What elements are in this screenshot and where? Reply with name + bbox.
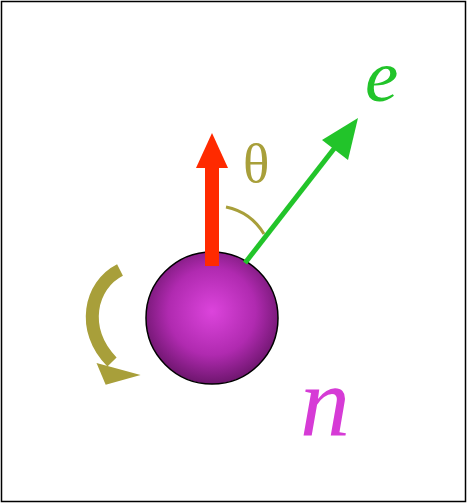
neutron-sphere xyxy=(146,252,278,384)
rotation-arrow-head xyxy=(97,357,142,386)
neutron-label: n xyxy=(300,352,350,452)
spin-arrow xyxy=(205,165,219,266)
electron-label: e xyxy=(365,38,398,113)
rotation-arrow xyxy=(92,270,120,362)
electron-arrow-head xyxy=(322,118,358,160)
angle-arc xyxy=(226,207,264,234)
spin-arrow-head xyxy=(196,133,228,168)
angle-label: θ xyxy=(243,136,269,191)
